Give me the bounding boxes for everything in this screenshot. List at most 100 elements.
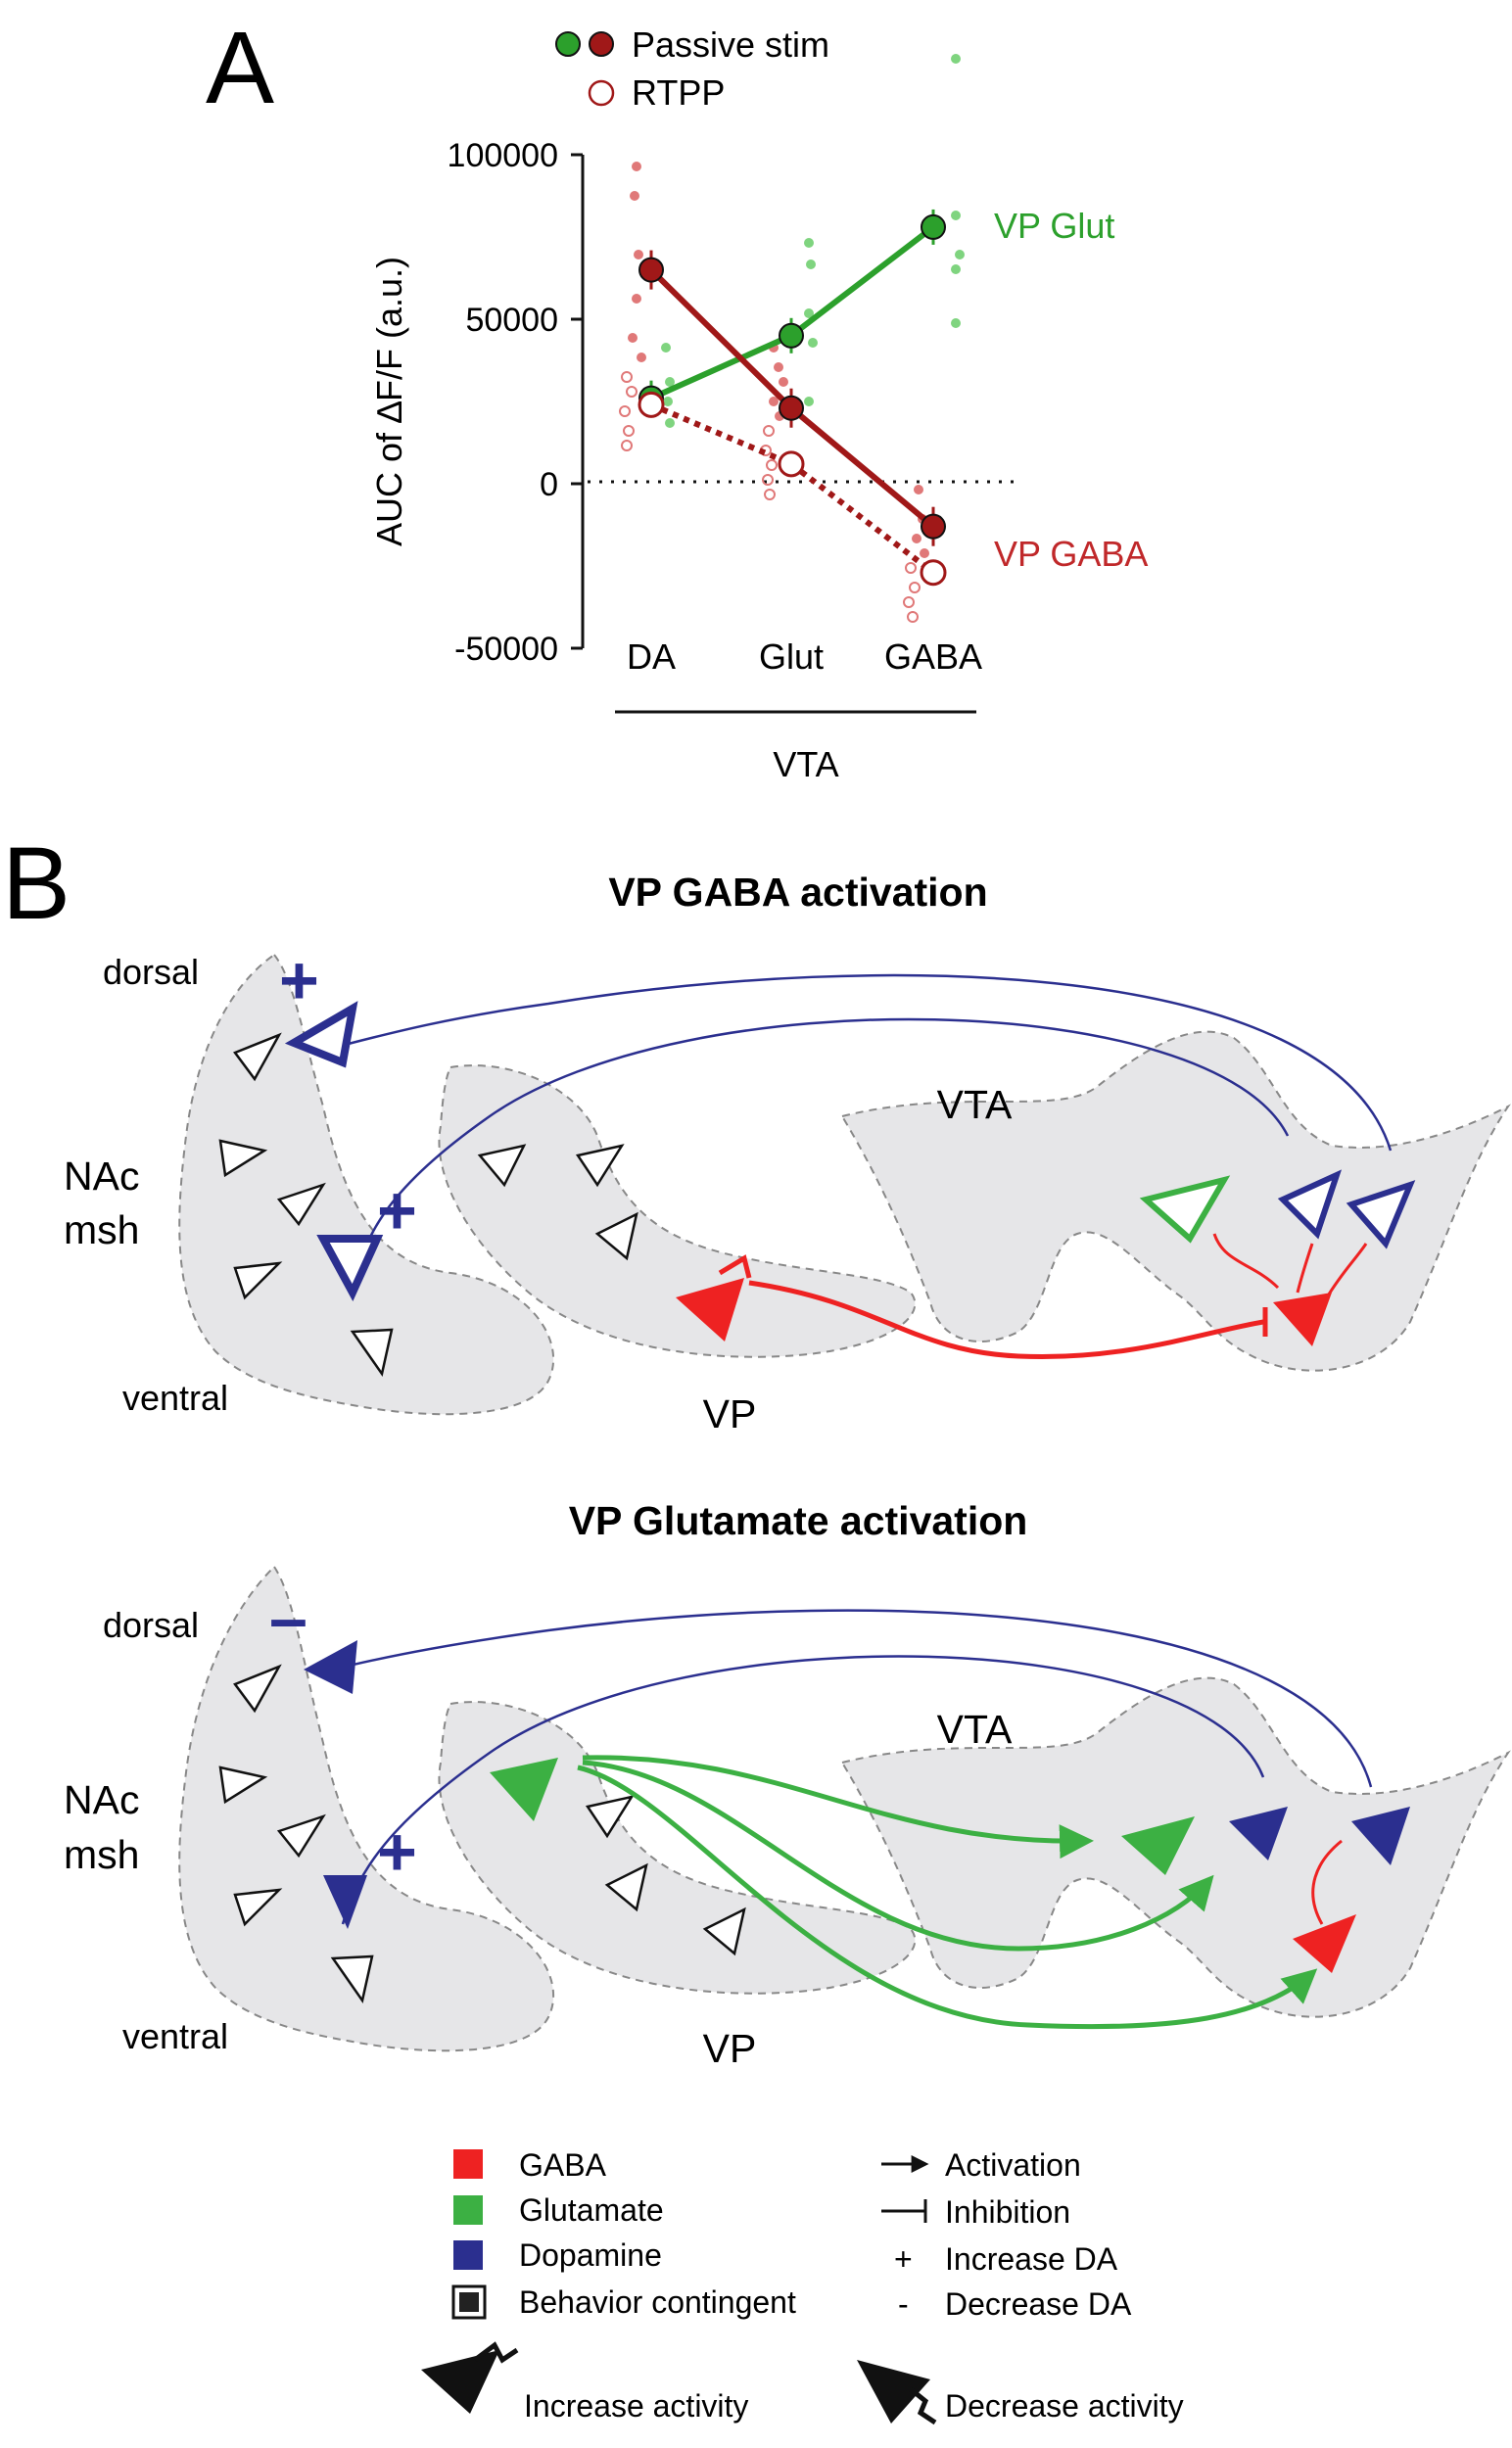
vta-group-label: VTA <box>773 744 838 784</box>
vp-label-top: VP <box>703 1391 757 1436</box>
legend-behavior-swatch-inner <box>459 2292 479 2312</box>
data-point <box>921 513 946 540</box>
vp-neurons-bottom <box>585 1795 746 1956</box>
legend-dopamine-label: Dopamine <box>519 2237 662 2273</box>
vta-da-neuron-1-bottom <box>1229 1807 1288 1860</box>
legend-rtpp-marker <box>588 79 615 107</box>
legend-passive-green-marker <box>555 31 581 57</box>
vp-glut-projection-2 <box>582 1760 1214 1952</box>
y-axis-label: AUC of ∆F/F (a.u.) <box>369 257 409 546</box>
legend-decrease-activity-icon <box>857 2360 930 2424</box>
data-point <box>920 559 947 587</box>
legend-gaba-label: GABA <box>519 2147 607 2183</box>
y-tick-label: 0 <box>540 466 558 503</box>
bottom-diagram-title: VP Glutamate activation <box>569 1498 1028 1543</box>
vp-glut-projection-1 <box>582 1755 1094 1860</box>
da-projection-dorsal-top <box>332 973 1393 1152</box>
legend-activation-label: Activation <box>945 2147 1081 2183</box>
panel-a-letter: A <box>206 11 274 125</box>
legend-increase-activity-icon <box>421 2350 499 2414</box>
vta-gaba-neuron-bottom <box>1293 1914 1356 1973</box>
data-point <box>921 213 946 240</box>
vp-neurons-top <box>477 1144 638 1261</box>
nac-neurons-bottom <box>218 1664 374 2004</box>
x-tick-labels: DA Glut GABA <box>627 636 982 677</box>
da-projection-ventral-bottom <box>341 1655 1265 1925</box>
vta-glut-neuron-bottom <box>1121 1816 1195 1875</box>
y-tick-label: 50000 <box>465 302 558 339</box>
x-tick-label: Glut <box>759 636 824 677</box>
legend-decrease-da-label: Decrease DA <box>945 2286 1132 2322</box>
plus-sign-dorsal-top: + <box>279 942 319 1018</box>
legend-passive-red-marker <box>589 31 614 57</box>
nac-label-top: NAc <box>64 1153 139 1199</box>
vp-gaba-neuron-top <box>676 1278 744 1342</box>
vta-da-neuron-2-bottom <box>1351 1807 1410 1865</box>
vta-gaba-to-da2-top <box>1325 1243 1368 1298</box>
vp-gaba-projection-top <box>748 1280 1264 1360</box>
da-terminal-ventral-top <box>316 1235 384 1301</box>
legend-decrease-da-symbol: - <box>898 2286 909 2322</box>
legend-increase-activity-marks <box>473 2341 519 2364</box>
data-point <box>638 391 665 418</box>
legend-decrease-activity-label: Decrease activity <box>945 2388 1184 2424</box>
da-terminal-dorsal-top <box>284 1001 358 1068</box>
nac-neurons-top <box>218 1032 394 1378</box>
vta-gaba-to-glut-top <box>1212 1233 1280 1290</box>
vta-glut-neuron-top <box>1139 1175 1231 1244</box>
series-label-vp-glut: VP Glut <box>994 206 1114 246</box>
x-tick-label: GABA <box>884 636 982 677</box>
data-point <box>779 395 804 421</box>
msh-label-top: msh <box>64 1207 139 1252</box>
vta-da-neuron-1-top <box>1277 1169 1343 1240</box>
vp-label-bottom: VP <box>703 2026 757 2071</box>
vp-glut-neuron-bottom <box>490 1758 558 1821</box>
da-terminal-dorsal-bottom <box>304 1640 357 1694</box>
ventral-label-top: ventral <box>122 1378 228 1418</box>
minus-sign-dorsal-bottom: – <box>269 1579 307 1656</box>
y-ticks: 100000 50000 0 -50000 <box>448 137 583 668</box>
legend-gaba-swatch <box>453 2149 483 2179</box>
chart-series <box>638 209 947 587</box>
data-point <box>779 322 804 349</box>
x-tick-label: DA <box>627 636 676 677</box>
da-projection-dorsal-bottom <box>332 1609 1373 1788</box>
vta-label-bottom: VTA <box>937 1707 1013 1752</box>
vta-da-neuron-2-top <box>1346 1180 1416 1249</box>
nac-label-bottom: NAc <box>64 1777 139 1822</box>
legend-increase-da-label: Increase DA <box>945 2241 1118 2277</box>
legend-rtpp: RTPP <box>632 72 725 113</box>
dorsal-label-top: dorsal <box>103 952 199 992</box>
legend-glutamate-label: Glutamate <box>519 2192 664 2228</box>
vta-gaba-neuron-top <box>1273 1293 1332 1346</box>
plus-sign-ventral-top: + <box>377 1172 417 1248</box>
legend-increase-activity-label: Increase activity <box>524 2388 748 2424</box>
vta-label-top: VTA <box>937 1082 1013 1127</box>
data-point <box>638 257 664 283</box>
vp-region-bottom <box>438 1701 917 1995</box>
legend-passive-stim: Passive stim <box>632 24 829 65</box>
ventral-label-bottom: ventral <box>122 2016 228 2056</box>
msh-label-bottom: msh <box>64 1832 139 1877</box>
plus-sign-ventral-bottom: + <box>377 1813 417 1890</box>
dorsal-label-bottom: dorsal <box>103 1605 199 1645</box>
legend-behavior-label: Behavior contingent <box>519 2284 796 2320</box>
series-line-2 <box>649 401 935 576</box>
vp-glut-projection-3 <box>577 1765 1318 2030</box>
legend-glutamate-swatch <box>453 2195 483 2225</box>
y-tick-label: -50000 <box>454 631 558 668</box>
da-terminal-ventral-bottom <box>323 1875 367 1929</box>
legend-increase-da-symbol: + <box>894 2241 913 2277</box>
top-diagram-title: VP GABA activation <box>608 870 987 915</box>
y-tick-label: 100000 <box>448 137 558 174</box>
legend-inhibition-label: Inhibition <box>945 2194 1070 2230</box>
nac-region-top <box>178 953 554 1416</box>
series-label-vp-gaba: VP GABA <box>994 534 1148 574</box>
individual-points <box>619 54 965 623</box>
legend-decrease-activity-marks <box>909 2387 937 2425</box>
vta-gaba-to-da1-top <box>1296 1243 1314 1294</box>
data-point <box>778 450 805 478</box>
vp-gaba-activity-mark-top <box>718 1254 752 1279</box>
panel-b-letter: B <box>2 826 71 941</box>
